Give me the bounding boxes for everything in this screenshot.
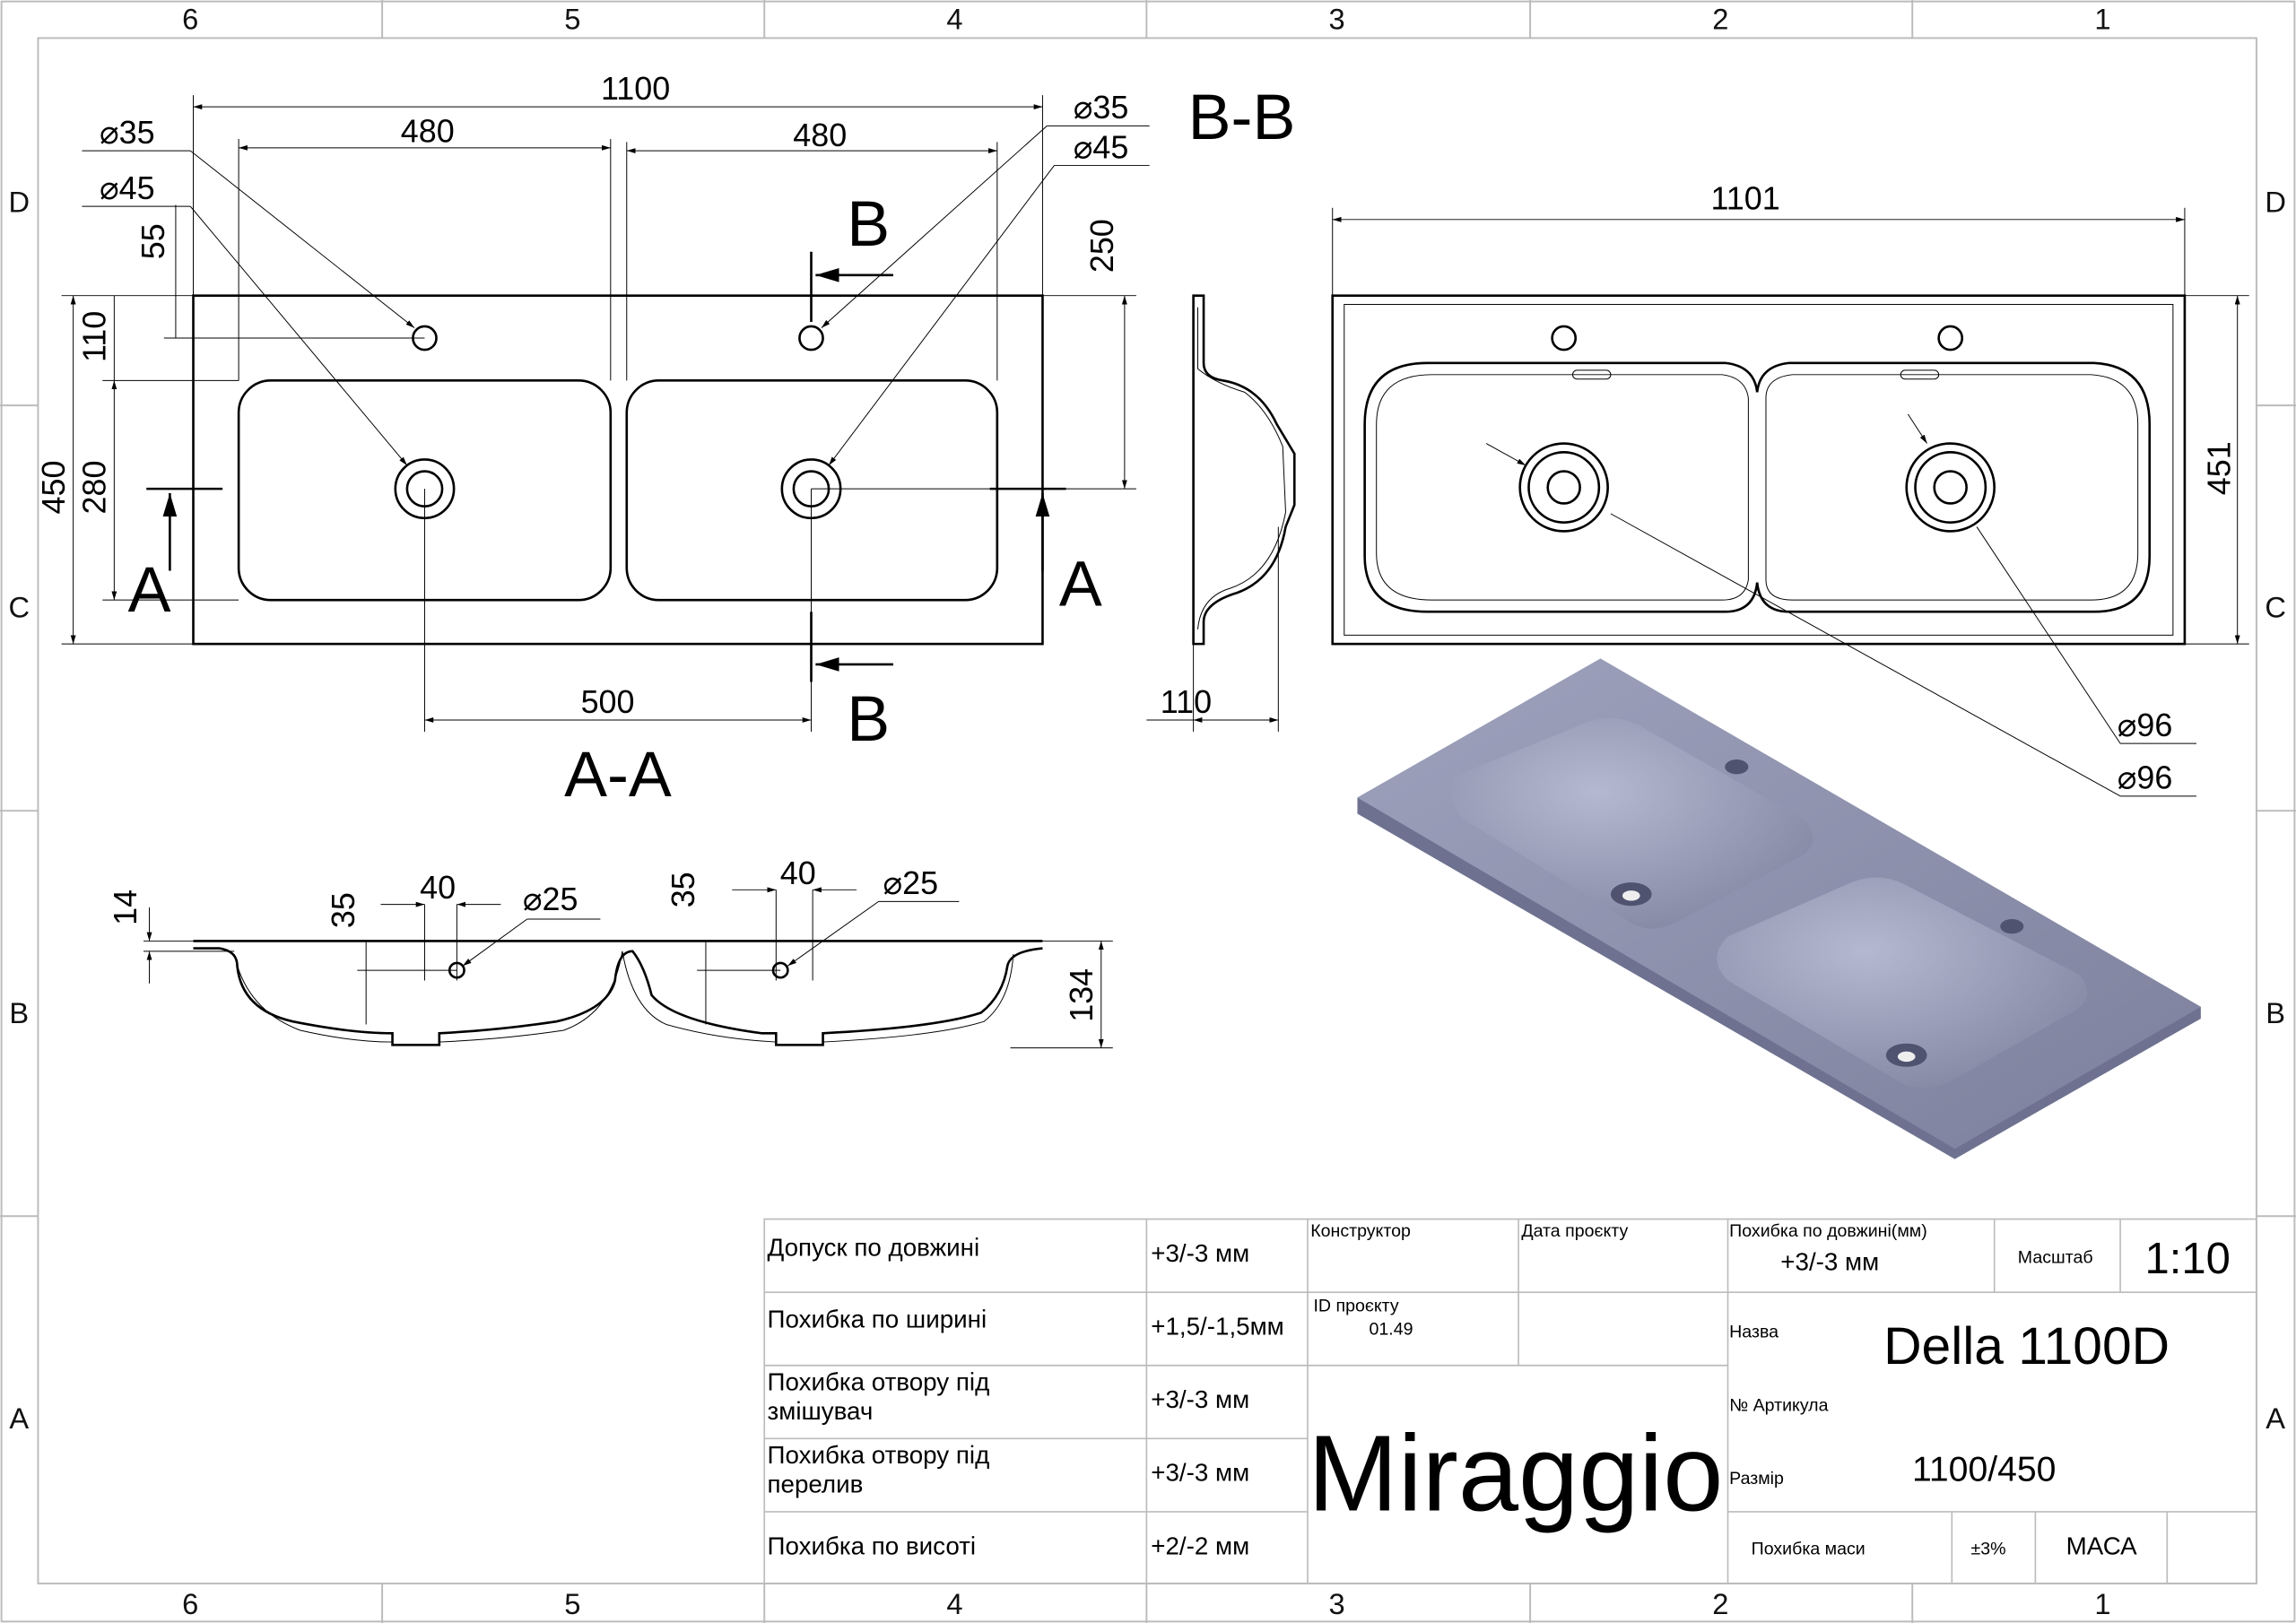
mass-label: МАСА [2066,1532,2137,1559]
dim-basin-width-left: 480 [401,112,455,149]
grid-row-label: C [8,591,30,624]
dim-section-dia-right: 25 [902,864,938,901]
designer-label: Конструктор [1310,1221,1411,1241]
grid-row-label: B [9,996,29,1029]
dim-section-dia-left: 25 [542,881,578,917]
section-aa-title: A-A [564,739,672,811]
length-tolerance-label: Похибка по довжині(мм) [1729,1221,1927,1241]
svg-text:⌀96: ⌀96 [2118,759,2173,796]
side-section-bb: 110 [1146,294,1296,733]
tolerance-value: +3/-3 мм [1151,1239,1249,1267]
grid-column-labels: 6 5 4 3 2 1 6 5 4 3 2 1 D C B A D C B A [8,3,2285,1621]
grid-col-label: 1 [2094,1587,2110,1620]
svg-text:⌀45: ⌀45 [100,169,155,206]
grid-col-label: 6 [182,1587,198,1620]
tolerance-label: Похибка по ширині [768,1305,987,1332]
dim-section-overflow-right: 35 [665,872,701,907]
svg-text:⌀25: ⌀25 [523,881,578,917]
dim-overall-depth: 450 [35,461,72,515]
tolerance-value: +3/-3 мм [1151,1385,1249,1413]
grid-row-label: D [2265,186,2286,219]
dim-rv-length: 1101 [1711,179,1780,216]
size-label: Размір [1729,1469,1784,1488]
brand-logo: Miraggio [1308,1412,1723,1533]
grid-col-label: 4 [946,3,962,36]
dim-rv-depth: 451 [2201,441,2238,495]
dim-section-height: 134 [1063,968,1100,1022]
grid-col-label: 1 [2094,3,2110,36]
mass-tolerance-value: ±3% [1971,1539,2006,1558]
dim-overall-length: 1100 [601,70,670,107]
svg-text:⌀45: ⌀45 [1074,128,1129,165]
tolerance-label: Похибка отвору під змішувач [767,1368,990,1426]
grid-col-label: 2 [1712,3,1728,36]
dim-edge-offset: 110 [76,311,113,362]
section-aa-profile: 14 35 40 ⌀25 35 40 ⌀25 134 [107,855,1113,1049]
dim-drain-offset: 250 [1083,219,1120,273]
right-top-view: 1101 451 ⌀96 ⌀96 [1331,179,2249,797]
dim-side-depth: 110 [1161,683,1212,720]
grid-col-label: 6 [182,3,198,36]
mass-tolerance-label: Похибка маси [1752,1539,1866,1558]
top-view: 1100 480 480 500 450 280 110 55 250 ⌀35 … [35,70,1296,811]
svg-text:⌀96: ⌀96 [2118,707,2173,743]
svg-text:⌀35: ⌀35 [100,114,155,151]
grid-col-label: 3 [1329,3,1345,36]
section-marker-b: B [847,683,890,755]
dim-section-overflow-left: 35 [325,892,361,928]
title-block: Допуск по довжині +3/-3 мм Похибка по ши… [763,1218,2257,1584]
dim-hole-offset: 55 [135,223,171,259]
scale-label: Масштаб [2018,1248,2093,1268]
tolerance-label: Допуск по довжині [768,1233,980,1261]
svg-text:⌀25: ⌀25 [883,864,938,901]
dim-basin-width-right: 480 [793,117,847,153]
dim-hole-dia-left: 35 [119,114,155,151]
tolerance-value: +1,5/-1,5мм [1151,1312,1283,1340]
size-value: 1100/450 [1912,1451,2056,1489]
grid-col-label: 5 [564,1587,580,1620]
sink-3d-render [1357,658,2201,1159]
dim-rv-drain-dia: 96 [2136,759,2172,796]
tolerance-value: +2/-2 мм [1151,1532,1249,1559]
dim-section-top: 14 [107,890,144,925]
dim-drain-dia-left: 45 [119,169,155,206]
grid-col-label: 4 [946,1587,962,1620]
dim-drain-dia-right: 45 [1092,128,1128,165]
grid-col-label: 5 [564,3,580,36]
grid-col-label: 3 [1329,1587,1345,1620]
name-label: Назва [1729,1323,1779,1342]
project-id-label: ID проєкту [1313,1296,1398,1315]
svg-text:⌀35: ⌀35 [1074,89,1129,126]
grid-row-label: C [2265,591,2286,624]
scale-value: 1:10 [2145,1235,2231,1283]
project-date-label: Дата проєкту [1521,1221,1628,1241]
dim-section-40-right: 40 [780,855,816,891]
section-marker-a: A [128,554,171,626]
tolerance-label: Похибка отвору під перелив [767,1441,990,1499]
section-marker-b: B [847,188,890,260]
grid-row-label: B [2266,996,2285,1029]
grid-row-label: A [2266,1402,2285,1435]
article-label: № Артикула [1729,1395,1828,1415]
dim-section-40-left: 40 [420,869,456,906]
project-id-value: 01.49 [1370,1319,1413,1339]
grid-row-label: D [8,186,30,219]
dim-drain-spacing: 500 [581,683,635,720]
product-name: Della 1100D [1883,1317,2170,1376]
section-marker-a: A [1059,549,1102,621]
length-tolerance-value: +3/-3 мм [1780,1248,1879,1276]
dim-hole-dia-right: 35 [1092,89,1128,126]
dim-rv-drain-dia: 96 [2136,707,2172,743]
grid-col-label: 2 [1712,1587,1728,1620]
tolerance-label: Похибка по висоті [768,1532,977,1559]
grid-row-label: A [9,1402,29,1435]
dim-basin-depth: 280 [76,461,113,515]
section-bb-title: B-B [1188,82,1296,153]
tolerance-value: +3/-3 мм [1151,1459,1249,1487]
